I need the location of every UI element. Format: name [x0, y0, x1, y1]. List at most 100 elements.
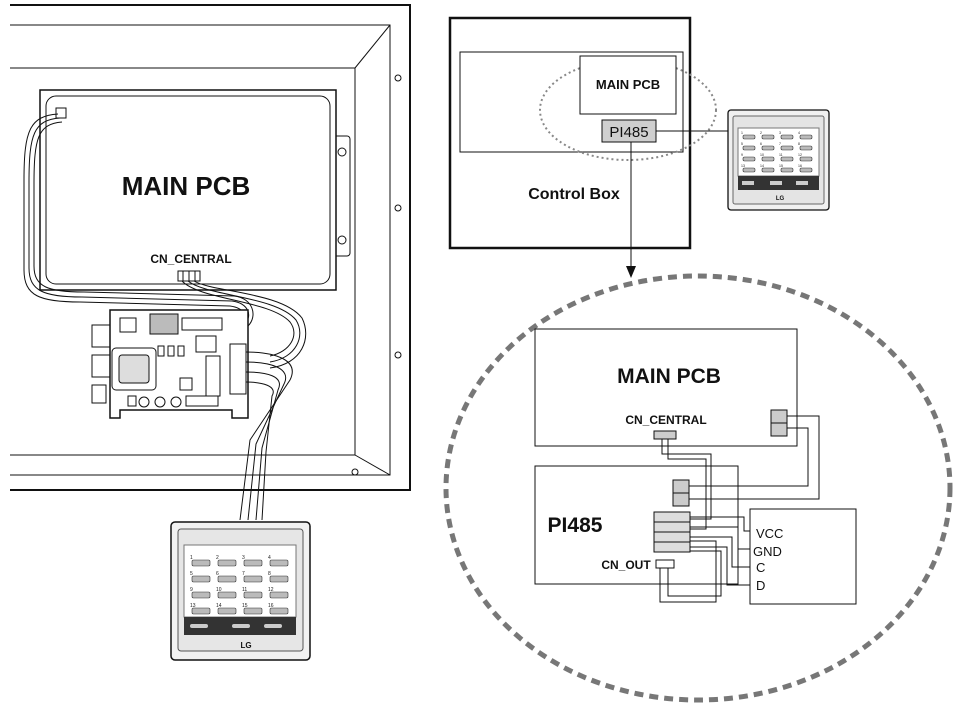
detail-pi485-power-1 — [672, 479, 690, 494]
controller-button-15 — [243, 607, 263, 615]
controller-button-5 — [191, 575, 211, 583]
controller-small-button-13 — [742, 167, 756, 173]
detail-wiring — [659, 415, 820, 603]
detail-pi485-power-2 — [672, 492, 690, 507]
controller-button-number: 10 — [216, 587, 222, 593]
controller-button-number: 6 — [216, 571, 219, 577]
detail-cn-central-connector — [653, 430, 677, 440]
controller-small-button-14 — [761, 167, 775, 173]
detail-main-pcb — [534, 328, 798, 447]
controller-small-button-12 — [799, 156, 813, 162]
controller-small-button-number: 14 — [760, 164, 764, 168]
controller-button-6 — [217, 575, 237, 583]
controller-small-button-15 — [780, 167, 794, 173]
unit-housing — [10, 4, 411, 491]
controller-button-number: 14 — [216, 603, 222, 609]
controller-button-7 — [243, 575, 263, 583]
control-box-pi485-label: PI485 — [609, 124, 648, 141]
controller-button-number: 12 — [268, 587, 274, 593]
controller-button-14 — [217, 607, 237, 615]
controller-button-2 — [217, 559, 237, 567]
controller-small-button-1 — [742, 134, 756, 140]
controller-small-button-8 — [799, 145, 813, 151]
terminal-c: C — [756, 560, 765, 575]
terminal-d: D — [756, 578, 765, 593]
controller-button-number: 3 — [242, 555, 245, 561]
controller-small-button-number: 1 — [741, 131, 743, 135]
remote-controller-large — [170, 521, 311, 661]
controller-small-brand: LG — [776, 196, 785, 202]
controller-small-button-6 — [761, 145, 775, 151]
controller-button-10 — [217, 591, 237, 599]
controller-small-button-number: 3 — [779, 131, 781, 135]
controller-button-13 — [191, 607, 211, 615]
controller-button-number: 4 — [268, 555, 271, 561]
controller-small-button-number: 5 — [741, 142, 743, 146]
controller-cable — [239, 351, 293, 521]
controller-button-number: 16 — [268, 603, 274, 609]
terminal-gnd: GND — [753, 544, 782, 559]
controller-small-button-3 — [780, 134, 794, 140]
controller-small-button-16 — [799, 167, 813, 173]
controller-small-button-number: 12 — [798, 153, 802, 157]
control-box-title: Control Box — [528, 186, 620, 203]
controller-button-number: 13 — [190, 603, 196, 609]
pi485-board — [91, 309, 249, 419]
controller-button-number: 5 — [190, 571, 193, 577]
controller-small-button-number: 13 — [741, 164, 745, 168]
detail-circle — [443, 273, 953, 703]
detail-pcb-terminal-1 — [770, 409, 788, 424]
controller-small-button-9 — [742, 156, 756, 162]
controller-button-8 — [269, 575, 289, 583]
controller-small-button-4 — [799, 134, 813, 140]
controller-button-number: 9 — [190, 587, 193, 593]
controller-small-button-10 — [761, 156, 775, 162]
controller-button-11 — [243, 591, 263, 599]
zoom-arrow-head — [626, 266, 636, 278]
controller-small-button-number: 7 — [779, 142, 781, 146]
controller-small-button-number: 16 — [798, 164, 802, 168]
detail-cn-out-connector — [655, 559, 675, 569]
controller-button-number: 15 — [242, 603, 248, 609]
control-box-main-pcb-label: MAIN PCB — [596, 77, 660, 92]
controller-small-button-number: 10 — [760, 153, 764, 157]
detail-pi485 — [534, 465, 739, 585]
controller-small-button-number: 4 — [798, 131, 800, 135]
controller-small-button-number: 11 — [779, 153, 783, 157]
main-pcb-cover — [39, 89, 337, 291]
controller-button-number: 7 — [242, 571, 245, 577]
detail-cn-central-label: CN_CENTRAL — [625, 413, 706, 427]
controller-small-button-2 — [761, 134, 775, 140]
detail-cn-out-label: CN_OUT — [601, 558, 651, 572]
controller-small-button-number: 9 — [741, 153, 743, 157]
detail-pi485-terminal-block — [653, 511, 691, 553]
controller-small-button-11 — [780, 156, 794, 162]
controller-button-number: 8 — [268, 571, 271, 577]
cn-central-label: CN_CENTRAL — [150, 252, 231, 266]
controller-small-button-number: 6 — [760, 142, 762, 146]
controller-button-3 — [243, 559, 263, 567]
controller-button-number: 1 — [190, 555, 193, 561]
controller-small-button-number: 2 — [760, 131, 762, 135]
controller-small-button-7 — [780, 145, 794, 151]
controller-button-4 — [269, 559, 289, 567]
controller-small-button-number: 8 — [798, 142, 800, 146]
cn-central-cable — [181, 280, 307, 369]
controller-button-16 — [269, 607, 289, 615]
controller-button-number: 11 — [242, 587, 247, 593]
control-box-main-pcb — [579, 55, 677, 115]
controller-button-number: 2 — [216, 555, 219, 561]
terminal-vcc: VCC — [756, 526, 783, 541]
controller-button-1 — [191, 559, 211, 567]
controller-small-button-5 — [742, 145, 756, 151]
controller-small-button-number: 15 — [779, 164, 783, 168]
controller-brand: LG — [240, 641, 251, 650]
controller-button-12 — [269, 591, 289, 599]
detail-pcb-terminal-2 — [770, 422, 788, 437]
detail-terminal-box — [749, 508, 857, 605]
detail-main-pcb-label: MAIN PCB — [617, 365, 721, 388]
detail-pi485-label: PI485 — [548, 514, 603, 537]
